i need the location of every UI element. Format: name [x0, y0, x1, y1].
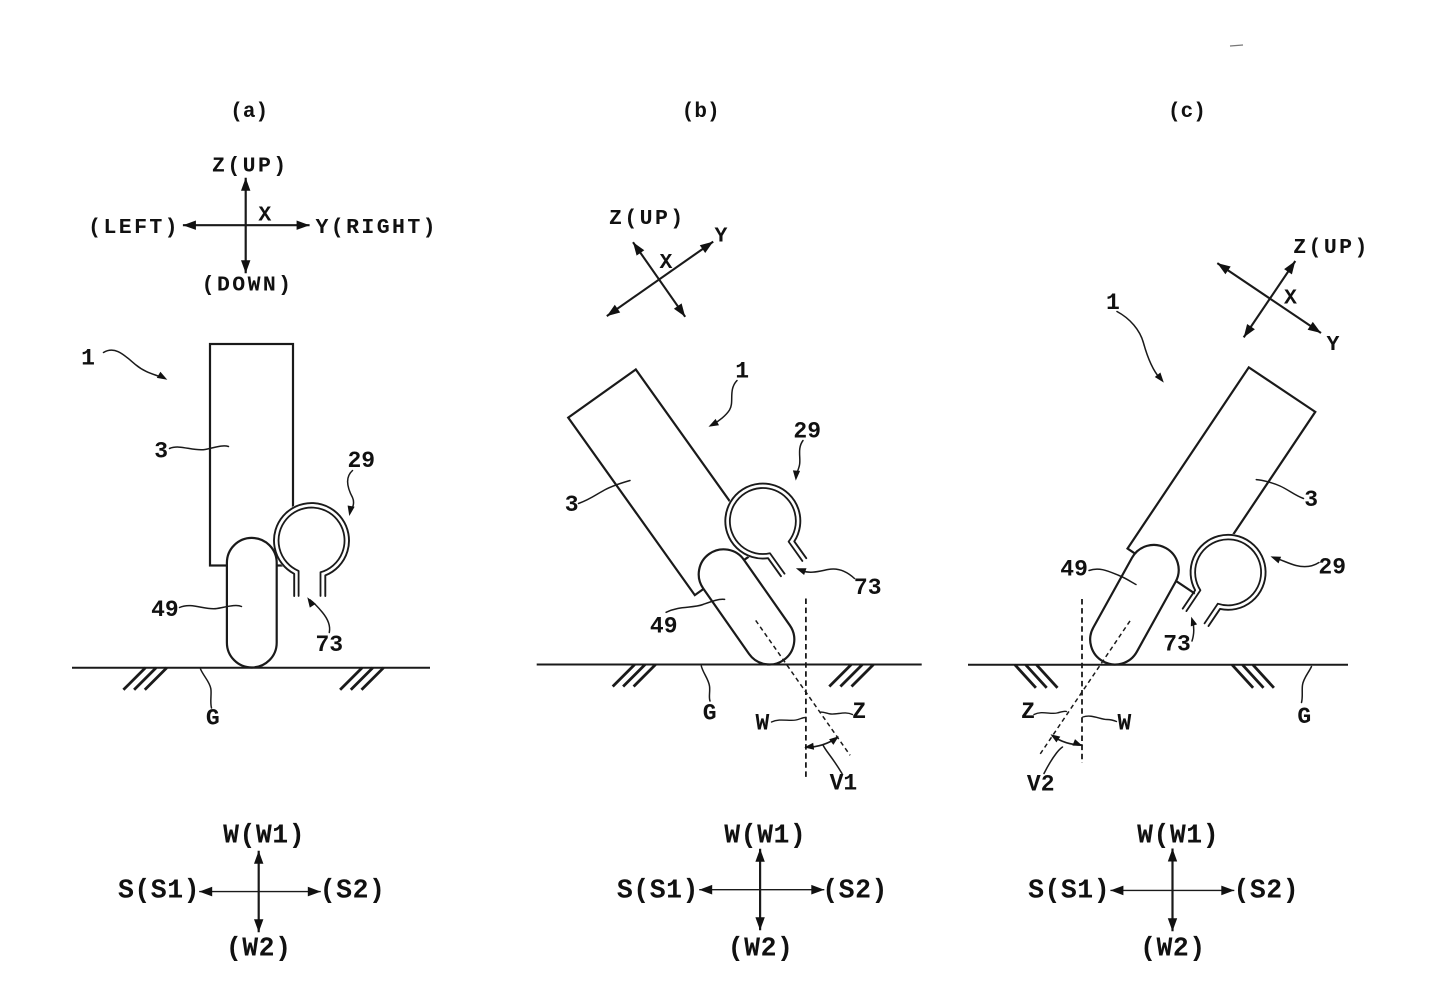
- svg-text:49: 49: [151, 597, 179, 623]
- svg-text:Z(UP): Z(UP): [1293, 236, 1370, 260]
- svg-text:29: 29: [793, 418, 821, 444]
- svg-text:S(S1): S(S1): [118, 876, 200, 906]
- svg-text:(S2): (S2): [822, 876, 888, 906]
- svg-text:Z: Z: [1021, 699, 1035, 725]
- svg-text:W: W: [755, 711, 769, 737]
- svg-text:V1: V1: [830, 771, 858, 797]
- svg-text:49: 49: [1060, 557, 1088, 583]
- svg-text:1: 1: [81, 346, 95, 372]
- svg-text:G: G: [703, 701, 717, 727]
- svg-text:(W2): (W2): [728, 934, 794, 964]
- svg-text:29: 29: [1318, 555, 1346, 581]
- svg-text:(b): (b): [682, 101, 720, 124]
- svg-text:(S2): (S2): [1233, 876, 1299, 906]
- svg-text:3: 3: [565, 492, 579, 518]
- svg-text:Y: Y: [1327, 333, 1340, 357]
- svg-text:Y: Y: [714, 225, 727, 249]
- svg-text:S(S1): S(S1): [617, 876, 699, 906]
- svg-text:(DOWN): (DOWN): [202, 274, 294, 298]
- svg-text:Z: Z: [852, 699, 866, 725]
- svg-text:W(W1): W(W1): [724, 821, 806, 851]
- svg-text:3: 3: [1304, 487, 1318, 513]
- svg-text:(W2): (W2): [226, 934, 292, 964]
- svg-text:Y(RIGHT): Y(RIGHT): [316, 216, 438, 240]
- svg-text:1: 1: [735, 359, 749, 385]
- svg-text:X: X: [258, 204, 271, 228]
- svg-text:X: X: [659, 251, 672, 275]
- svg-text:X: X: [1284, 287, 1297, 311]
- svg-text:Z(UP): Z(UP): [609, 207, 686, 231]
- svg-text:3: 3: [154, 439, 168, 465]
- svg-text:Z(UP): Z(UP): [212, 155, 289, 179]
- svg-text:29: 29: [347, 448, 375, 474]
- svg-text:G: G: [206, 706, 220, 732]
- svg-text:G: G: [1297, 704, 1311, 730]
- svg-text:49: 49: [650, 614, 678, 640]
- svg-text:(W2): (W2): [1140, 934, 1206, 964]
- svg-text:73: 73: [854, 575, 882, 601]
- svg-text:73: 73: [315, 632, 343, 658]
- svg-text:(c): (c): [1168, 101, 1206, 124]
- svg-text:S(S1): S(S1): [1028, 876, 1110, 906]
- svg-text:1: 1: [1106, 290, 1120, 316]
- svg-text:73: 73: [1163, 632, 1191, 658]
- svg-text:(a): (a): [230, 101, 268, 124]
- svg-text:W(W1): W(W1): [1137, 821, 1219, 851]
- svg-text:V2: V2: [1027, 772, 1055, 798]
- svg-text:(LEFT): (LEFT): [88, 216, 180, 240]
- svg-text:W: W: [1117, 711, 1131, 737]
- svg-text:W(W1): W(W1): [223, 821, 305, 851]
- svg-text:(S2): (S2): [320, 876, 386, 906]
